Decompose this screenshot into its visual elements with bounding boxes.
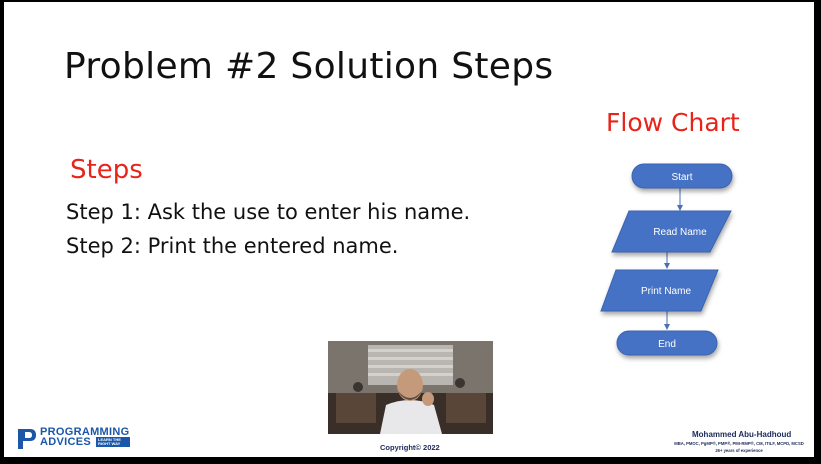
presenter-video-frame — [328, 341, 493, 434]
steps-heading: Steps — [70, 155, 143, 185]
slide-title: Problem #2 Solution Steps — [64, 46, 554, 87]
flow-node-label: Start — [671, 172, 692, 183]
logo-wordmark: PROGRAMMING ADVICES — [40, 426, 130, 448]
flow-node-start: Start — [631, 163, 733, 189]
author-name: Mohammed Abu-Hadhoud — [692, 430, 792, 439]
window-edge — [814, 0, 821, 464]
flow-chart-title: Flow Chart — [606, 108, 740, 137]
flow-chart: Start Read Name Print Name End — [600, 163, 733, 356]
slide: Problem #2 Solution Steps Steps Step 1: … — [4, 2, 814, 457]
author-experience: 26+ years of experience — [715, 448, 763, 453]
programming-advices-logo-icon — [18, 429, 36, 449]
flow-node-label: Read Name — [653, 227, 707, 238]
flow-node-end: End — [616, 330, 718, 356]
flow-node-label: End — [658, 339, 676, 350]
logo-tagline: LEARN THE RIGHT WAY — [96, 437, 130, 447]
presenter-video[interactable] — [328, 341, 493, 434]
flow-node-label: Print Name — [641, 286, 691, 297]
step-2: Step 2: Print the entered name. — [66, 234, 399, 258]
flow-node-print-name: Print Name — [600, 269, 719, 312]
logo-line-1: PROGRAMMING — [40, 426, 130, 438]
copyright-text: Copyright© 2022 — [380, 443, 440, 452]
flow-node-read-name: Read Name — [611, 210, 732, 253]
step-1: Step 1: Ask the use to enter his name. — [66, 200, 471, 224]
logo-line-2: ADVICES — [40, 436, 91, 448]
author-credentials: MBA, PMOC, PgMP®, PMP®, PMI-RMP®, CM, IT… — [674, 441, 804, 446]
